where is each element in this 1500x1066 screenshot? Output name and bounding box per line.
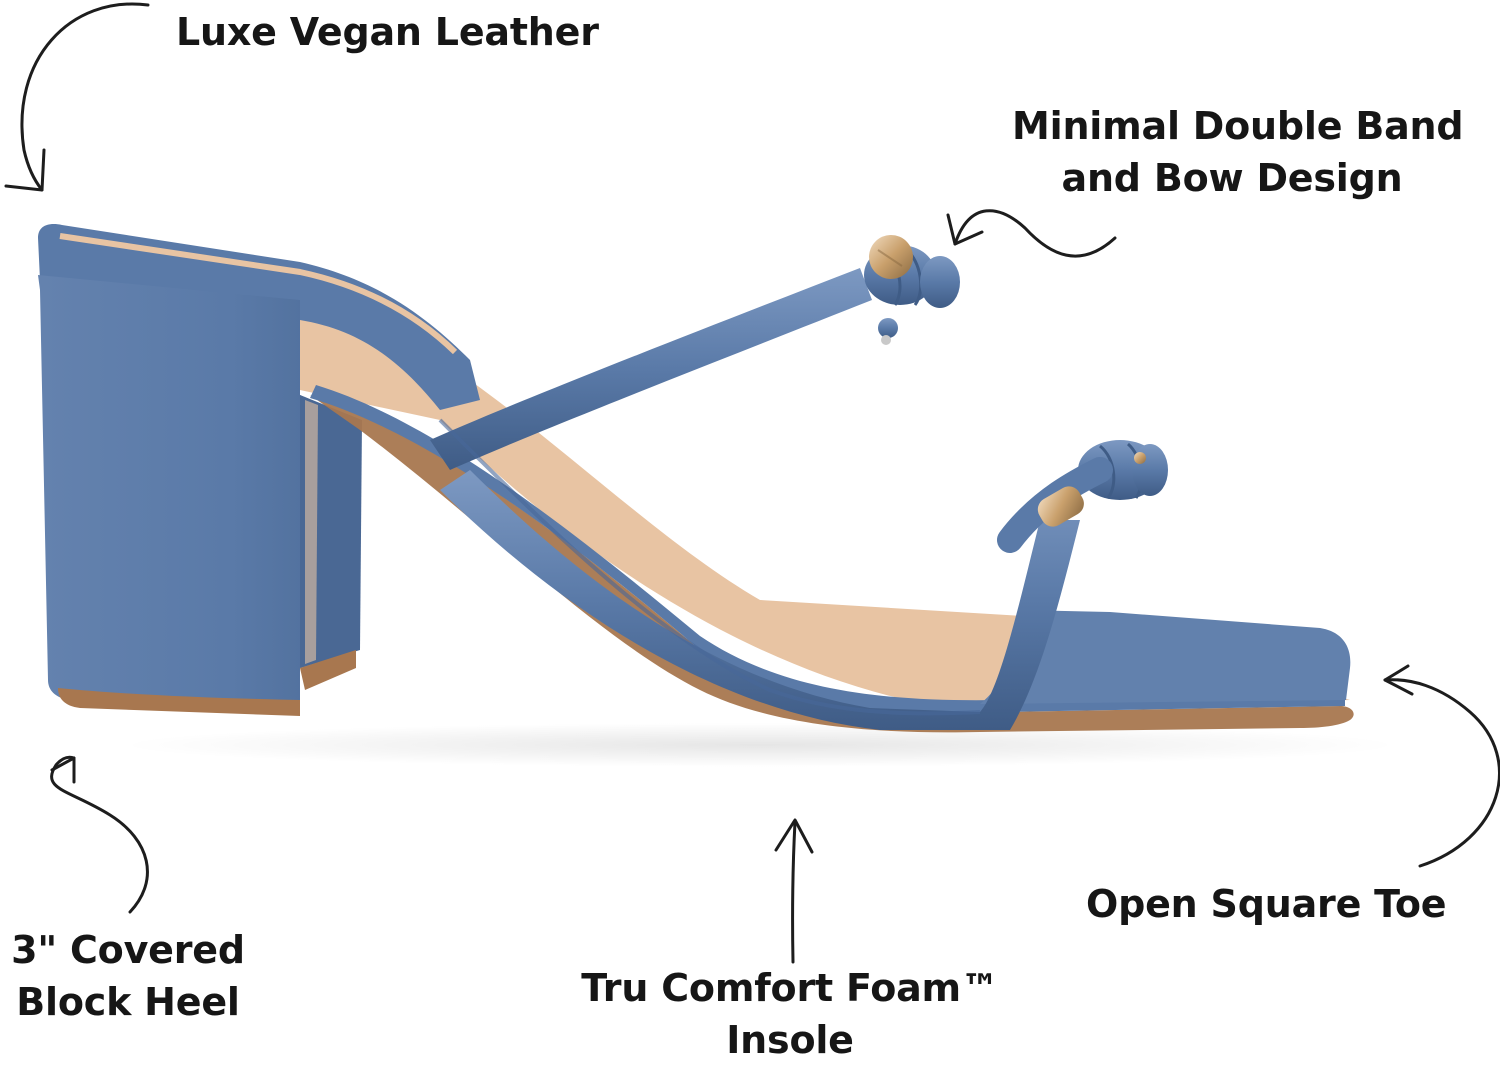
- callout-arrows: [4, 2, 1500, 964]
- gold-hardware: [869, 235, 1146, 527]
- arrow-insole: [791, 820, 797, 964]
- callout-open-square-toe: Open Square Toe: [1086, 878, 1447, 930]
- arrow-toe: [1383, 678, 1500, 868]
- back-strap: [430, 268, 872, 470]
- arrow-leather: [20, 2, 150, 192]
- heel-sole: [58, 688, 300, 716]
- callout-text-line2: and Bow Design: [1061, 156, 1403, 200]
- callout-text-line1: 3" Covered: [11, 928, 245, 972]
- callout-text: Luxe Vegan Leather: [176, 10, 599, 54]
- callout-text-line2: Insole: [726, 1018, 854, 1062]
- callout-comfort-insole: Tru Comfort Foam™ Insole: [580, 962, 1000, 1066]
- callout-luxe-vegan-leather: Luxe Vegan Leather: [176, 6, 599, 58]
- callout-double-band: Minimal Double Band and Bow Design: [1012, 100, 1464, 204]
- callout-text-line2: Block Heel: [16, 980, 240, 1024]
- arrow-heel: [50, 755, 149, 914]
- callout-block-heel: 3" Covered Block Heel: [10, 924, 246, 1028]
- toe-footbed: [980, 610, 1351, 704]
- block-heel: [38, 275, 358, 710]
- insole-footbed: [50, 250, 1350, 712]
- callout-text-line1: Minimal Double Band: [1012, 104, 1464, 148]
- callout-text: Open Square Toe: [1086, 882, 1447, 926]
- footbed-rim: [38, 224, 480, 410]
- callout-text-line1: Tru Comfort Foam™: [581, 966, 999, 1010]
- sandal: [38, 224, 1354, 733]
- floor-shadow: [120, 723, 1400, 767]
- front-strap: [440, 470, 1080, 730]
- arrow-band: [953, 209, 1117, 258]
